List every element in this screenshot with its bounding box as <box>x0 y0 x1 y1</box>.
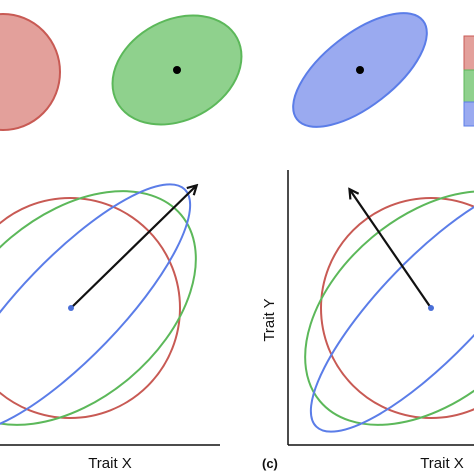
right-red-circle <box>320 197 474 419</box>
left-green-ellipse <box>0 190 197 426</box>
legend-swatch-blue <box>463 101 474 127</box>
left-arrow <box>70 186 196 309</box>
right-panel-tag: (c) <box>262 456 278 471</box>
top-red-circle <box>0 13 61 131</box>
right-y-axis-label: Trait Y <box>261 298 278 341</box>
top-right-legend-strip <box>463 35 474 127</box>
left-blue-ellipse <box>0 183 192 433</box>
left-center-dot <box>68 305 74 311</box>
legend-swatch-green <box>463 69 474 103</box>
right-panel: Trait Y Trait X (c) <box>261 170 474 472</box>
right-blue-ellipse <box>309 183 474 433</box>
left-red-circle <box>0 197 181 419</box>
left-panel: Trait X <box>0 183 220 472</box>
top-blue-ellipse-group <box>292 12 428 128</box>
top-row <box>0 12 474 131</box>
right-x-axis-label: Trait X <box>420 455 464 472</box>
top-green-ellipse-group <box>111 14 243 126</box>
right-center-dot <box>428 305 434 311</box>
top-green-center-dot <box>173 66 181 74</box>
right-green-ellipse <box>304 190 474 426</box>
left-x-axis-label: Trait X <box>88 455 132 472</box>
legend-swatch-red <box>463 35 474 71</box>
top-blue-center-dot <box>356 66 364 74</box>
right-arrow <box>350 190 432 309</box>
